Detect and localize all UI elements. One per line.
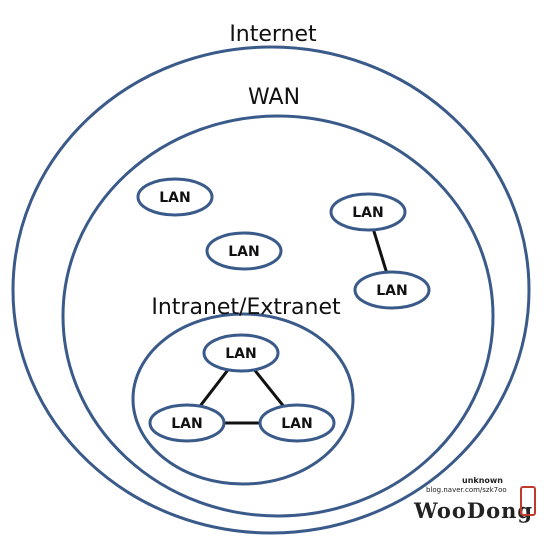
link-lan-5-lan-7 (253, 368, 285, 408)
lan-nodes: LAN LAN LAN LAN LAN LAN LAN (136, 177, 431, 443)
wan-circle (61, 114, 495, 518)
lan-node-6: LAN (148, 403, 226, 443)
watermark-unknown: unknown (462, 476, 503, 485)
watermark-stamp-icon (520, 486, 536, 516)
lan-node-7: LAN (258, 403, 336, 443)
internet-circle (11, 45, 531, 535)
intranet-label: Intranet/Extranet (151, 295, 341, 320)
lan-ellipse (258, 403, 336, 443)
link-lan-3-lan-4 (372, 229, 388, 273)
lan-node-2: LAN (205, 231, 283, 271)
lan-node-1: LAN (136, 177, 214, 217)
lan-label: LAN (352, 205, 383, 221)
links (198, 229, 388, 425)
watermark: unknown blog.naver.com/szk7oo WooDong (414, 476, 538, 532)
watermark-blog-url: blog.naver.com/szk7oo (426, 486, 507, 494)
lan-node-5: LAN (202, 333, 280, 373)
watermark-logo: WooDong (414, 498, 534, 523)
lan-label: LAN (159, 190, 190, 206)
intranet-circle (131, 312, 355, 486)
link-lan-5-lan-6 (198, 368, 230, 408)
lan-label: LAN (171, 416, 202, 432)
lan-label: LAN (228, 244, 259, 260)
lan-node-4: LAN (353, 270, 431, 310)
wan-label: WAN (248, 85, 300, 110)
lan-label: LAN (281, 416, 312, 432)
lan-ellipse (353, 270, 431, 310)
internet-label: Internet (229, 22, 317, 47)
lan-ellipse (329, 192, 407, 232)
lan-label: LAN (376, 283, 407, 299)
lan-label: LAN (225, 346, 256, 362)
lan-ellipse (148, 403, 226, 443)
lan-ellipse (202, 333, 280, 373)
lan-node-3: LAN (329, 192, 407, 232)
lan-ellipse (136, 177, 214, 217)
lan-ellipse (205, 231, 283, 271)
